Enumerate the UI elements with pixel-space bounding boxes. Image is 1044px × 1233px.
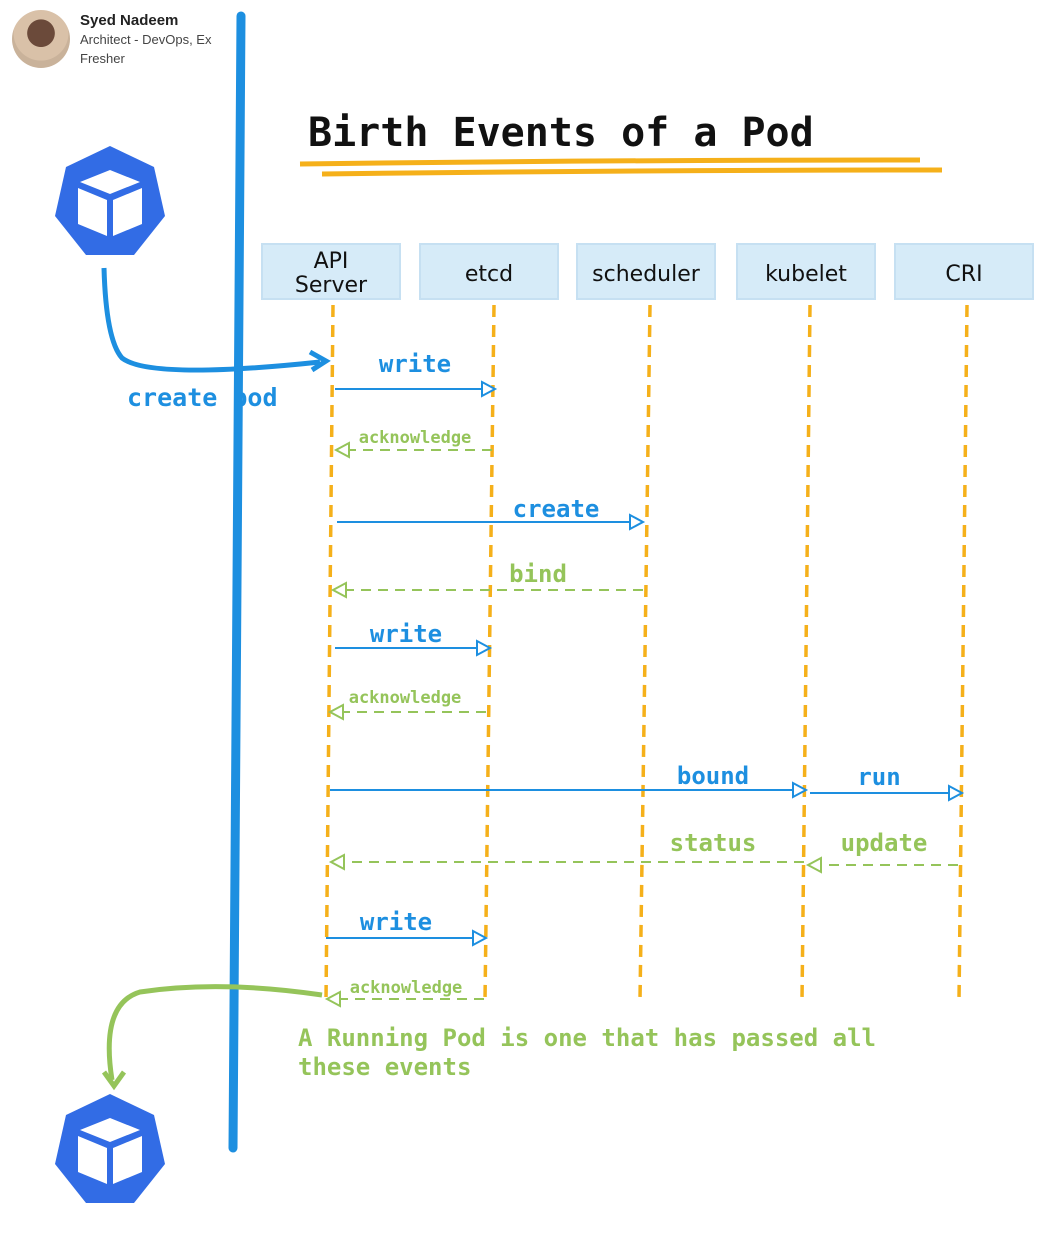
message-status: status	[328, 829, 804, 871]
arrowhead-icon	[324, 990, 341, 1008]
message-label: status	[670, 829, 757, 857]
arrowhead-icon	[805, 856, 822, 874]
pod-icon-top	[55, 146, 165, 255]
message-label: create	[513, 495, 600, 523]
message-write: write	[326, 908, 489, 947]
arrowhead-icon	[328, 853, 345, 871]
title-underline	[299, 157, 921, 167]
arrowhead-icon	[948, 784, 965, 802]
participant-box	[894, 243, 1034, 300]
lifeline	[800, 304, 812, 1001]
author-name: Syed Nadeem	[80, 12, 179, 29]
message-label: acknowledge	[349, 688, 462, 708]
participant-box	[576, 243, 716, 300]
message-bind: bind	[330, 560, 643, 599]
message-label: acknowledge	[359, 428, 472, 448]
message-create: create	[337, 495, 646, 531]
participant-label: etcd	[465, 262, 513, 287]
lifeline	[483, 304, 496, 1001]
message-update: update	[805, 829, 958, 874]
create-pod-label: create pod	[127, 383, 278, 412]
message-write: write	[335, 350, 498, 398]
message-label: bind	[509, 560, 567, 588]
author-header: Syed Nadeem Architect - DevOps, Ex Fresh…	[12, 10, 240, 68]
arrowhead-icon	[472, 929, 489, 947]
arrowhead-icon	[481, 380, 498, 398]
create-pod-arrow	[101, 267, 321, 373]
author-role: Architect - DevOps, Ex Fresher	[80, 32, 212, 66]
message-label: write	[379, 350, 451, 378]
message-acknowledge: acknowledge	[333, 428, 492, 459]
arrowhead-icon	[476, 639, 493, 657]
arrowhead-icon	[333, 441, 350, 459]
footer-line-2: these events	[298, 1053, 471, 1081]
lifeline	[324, 304, 335, 1001]
participant-label: CRI	[945, 262, 982, 287]
title-underline-2	[321, 167, 943, 177]
participant-box	[419, 243, 559, 300]
participant-box	[736, 243, 876, 300]
footer-line-1: A Running Pod is one that has passed all	[298, 1024, 876, 1052]
arrowhead-icon	[792, 781, 809, 799]
message-acknowledge: acknowledge	[327, 688, 486, 721]
lifeline	[638, 304, 652, 1001]
message-label: update	[841, 829, 928, 857]
message-acknowledge: acknowledge	[324, 978, 484, 1008]
message-label: write	[370, 620, 442, 648]
message-run: run	[810, 763, 965, 802]
timeline-bar	[228, 11, 246, 1153]
avatar	[12, 10, 70, 68]
participant-label: Server	[295, 273, 368, 298]
create-pod-arrowhead	[308, 349, 331, 373]
page-title: Birth Events of a Pod	[308, 110, 814, 156]
lifeline	[957, 304, 969, 1001]
arrowhead-icon	[629, 513, 646, 531]
message-label: acknowledge	[350, 978, 463, 998]
running-pod-arrowhead	[101, 1070, 127, 1091]
pod-icon-bottom	[55, 1094, 165, 1203]
participant-label: kubelet	[765, 262, 847, 287]
running-pod-arrow	[106, 984, 323, 1081]
message-write: write	[335, 620, 493, 657]
participant-box	[261, 243, 401, 300]
message-bound: bound	[330, 762, 809, 799]
message-label: write	[360, 908, 432, 936]
participant-label: API	[314, 249, 349, 274]
arrowhead-icon	[330, 581, 347, 599]
message-label: bound	[677, 762, 749, 790]
arrowhead-icon	[327, 703, 344, 721]
message-label: run	[857, 763, 900, 791]
participant-label: scheduler	[592, 262, 701, 287]
